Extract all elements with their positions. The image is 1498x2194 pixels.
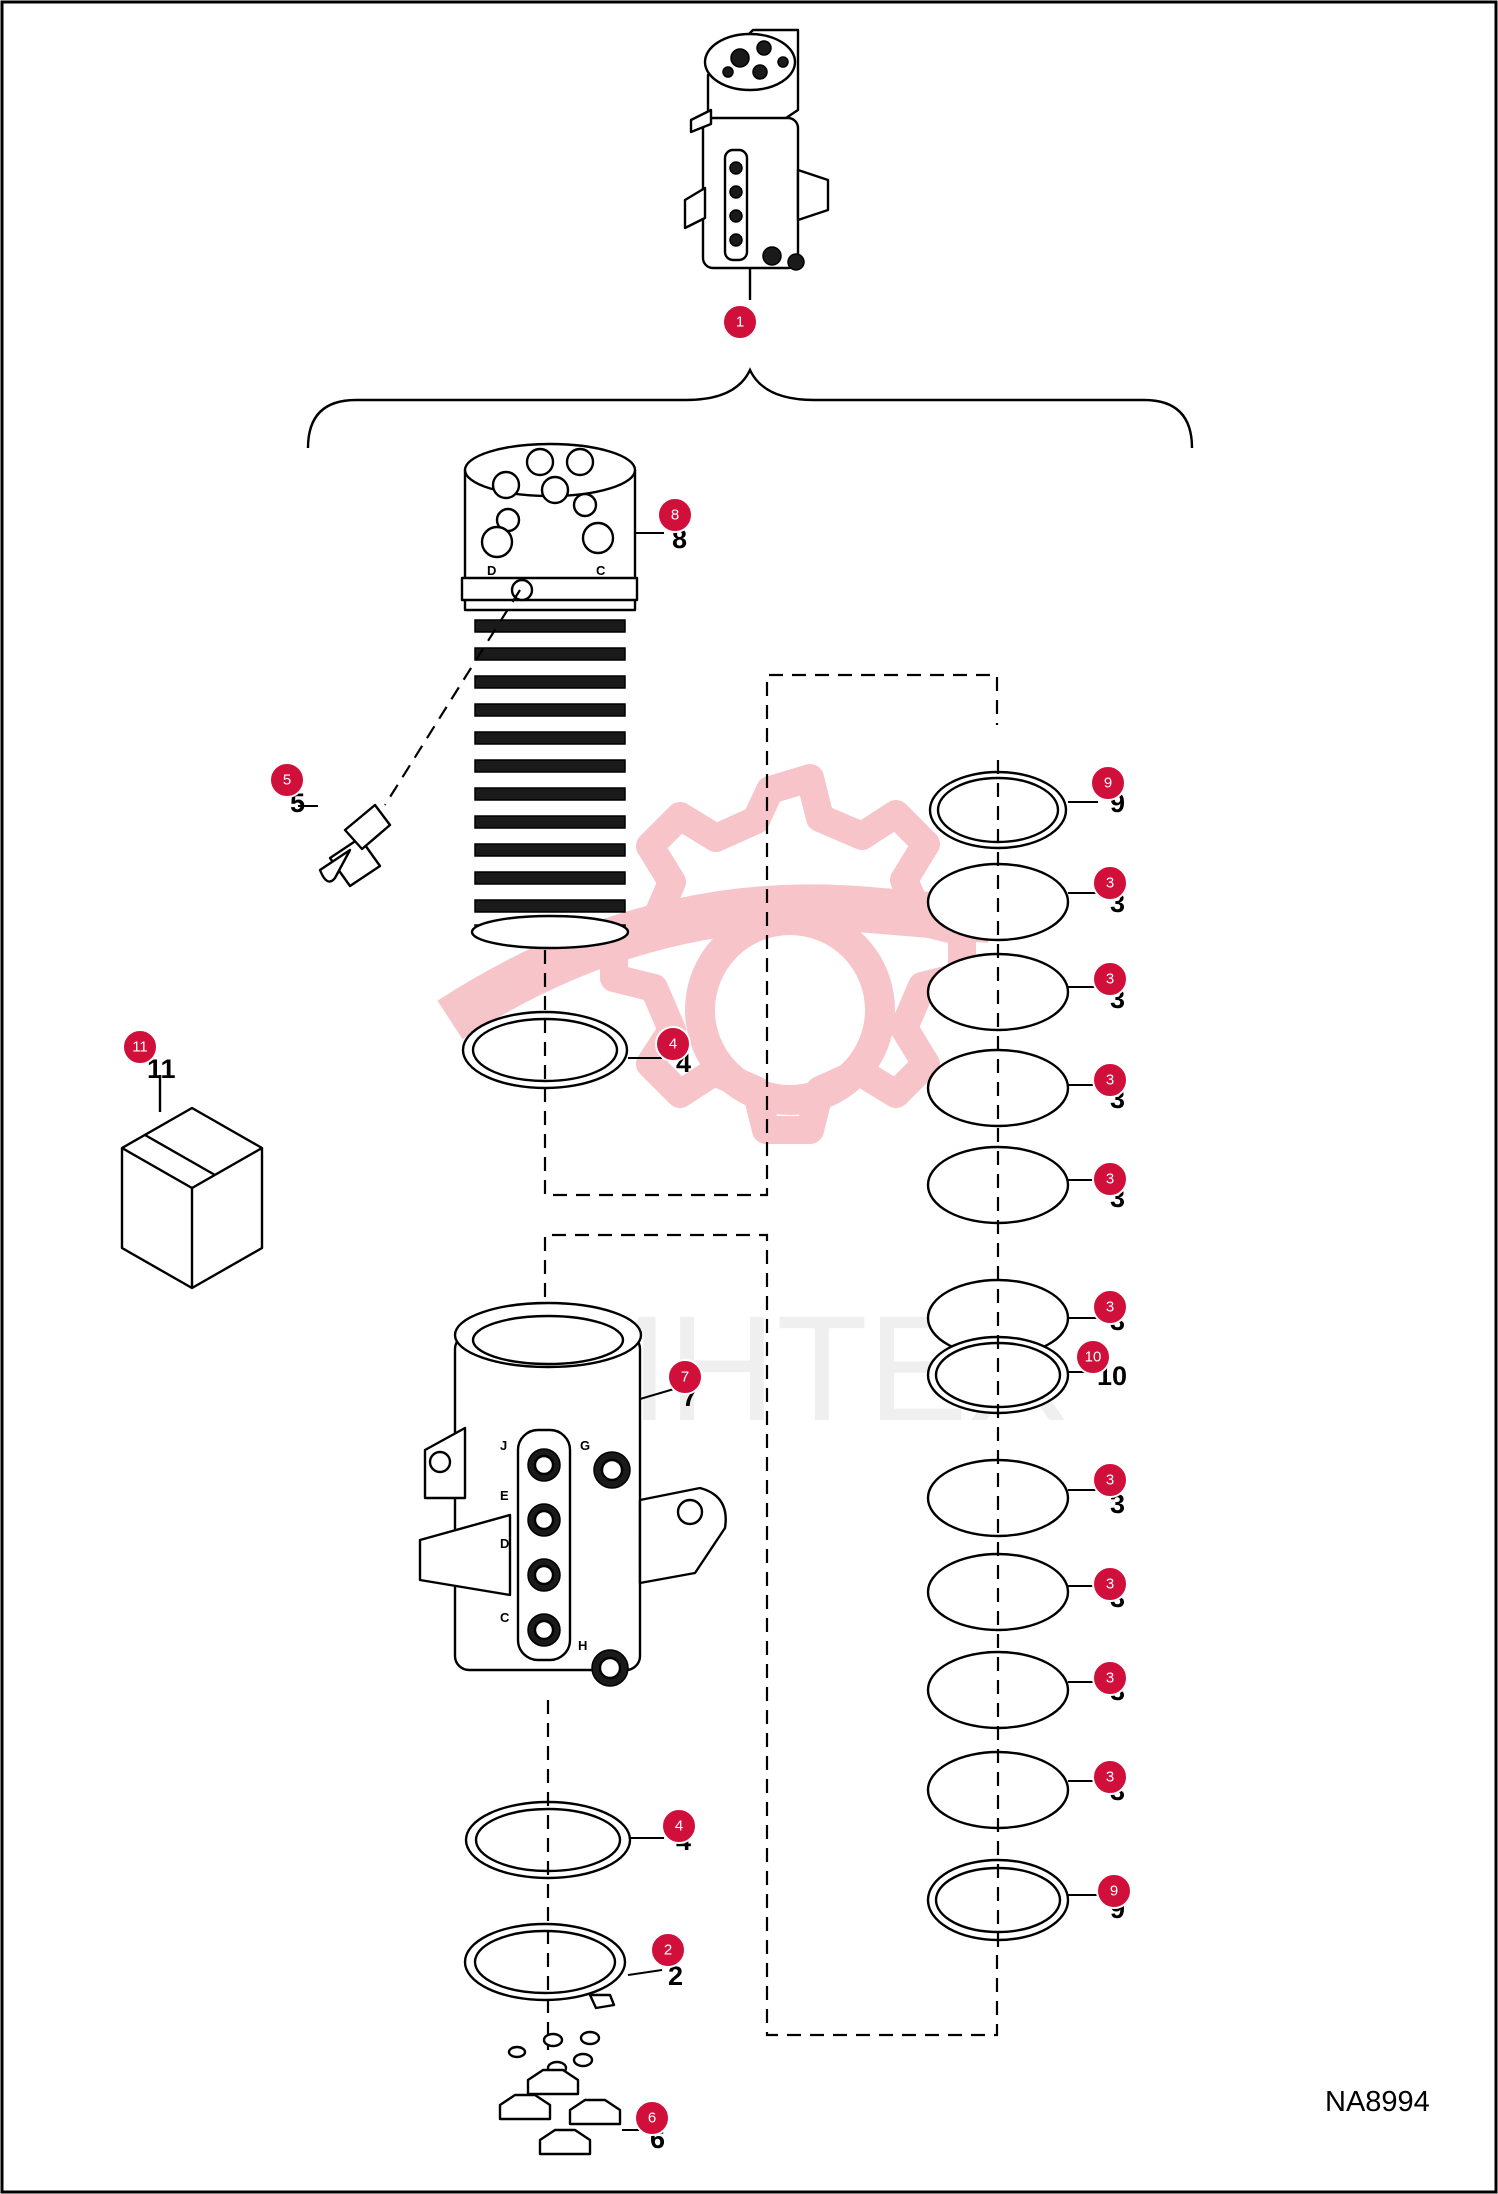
callout-3-h[interactable]: 3 — [1092, 1660, 1128, 1696]
svg-text:D: D — [500, 1536, 509, 1551]
callout-3-f[interactable]: 3 — [1092, 1462, 1128, 1498]
svg-text:8: 8 — [671, 507, 679, 524]
callout-1[interactable]: 1 — [722, 304, 758, 340]
svg-text:1: 1 — [736, 314, 744, 331]
callout-6[interactable]: 6 — [634, 2100, 670, 2136]
svg-text:10: 10 — [1085, 1349, 1102, 1366]
svg-text:11: 11 — [132, 1039, 148, 1056]
watermark-logo: ИНТЕХ — [437, 764, 1068, 1452]
callout-10[interactable]: 10 — [1075, 1339, 1111, 1375]
callout-3-e[interactable]: 3 — [1092, 1289, 1128, 1325]
callout-9-bottom[interactable]: 9 — [1096, 1873, 1132, 1909]
svg-text:H: H — [578, 1638, 587, 1653]
svg-text:3: 3 — [1106, 1576, 1114, 1593]
svg-text:3: 3 — [1106, 1670, 1114, 1687]
callout-7[interactable]: 7 — [667, 1359, 703, 1395]
svg-text:6: 6 — [648, 2110, 656, 2127]
ring-stack-right — [926, 760, 1070, 1950]
snap-ring-2 — [463, 1922, 627, 2010]
seal-kit-box — [120, 1075, 264, 1290]
svg-text:2: 2 — [668, 1961, 683, 1991]
svg-text:3: 3 — [1106, 1769, 1114, 1786]
svg-text:9: 9 — [1110, 1883, 1118, 1900]
swivel-assembly-small — [683, 28, 830, 300]
callout-3-a[interactable]: 3 — [1092, 865, 1128, 901]
plugs-6 — [498, 2068, 622, 2156]
svg-text:9: 9 — [1104, 775, 1112, 792]
swivel-housing: J E D C H G — [418, 1301, 727, 1687]
callout-3-c[interactable]: 3 — [1092, 1062, 1128, 1098]
svg-text:2: 2 — [664, 1942, 672, 1959]
routing-line-upper — [543, 673, 999, 1197]
svg-text:3: 3 — [1106, 1072, 1114, 1089]
drawing-id: NA8994 — [1325, 2086, 1430, 2118]
ring-3-i — [926, 1750, 1070, 1830]
callout-11[interactable]: 11 — [122, 1029, 158, 1065]
svg-text:J: J — [500, 1438, 507, 1453]
svg-text:D: D — [487, 563, 496, 578]
svg-text:7: 7 — [681, 1369, 689, 1386]
svg-text:5: 5 — [283, 772, 291, 789]
assembly-brace — [306, 367, 1194, 449]
callout-3-g[interactable]: 3 — [1092, 1566, 1128, 1602]
callout-8[interactable]: 8 — [657, 497, 693, 533]
routing-line-lower — [543, 1233, 999, 2037]
plug-orings — [507, 2030, 601, 2076]
svg-text:3: 3 — [1106, 875, 1114, 892]
svg-text:3: 3 — [1106, 1171, 1114, 1188]
svg-text:3: 3 — [1106, 971, 1114, 988]
svg-text:4: 4 — [669, 1036, 677, 1053]
callout-5[interactable]: 5 — [269, 762, 305, 798]
svg-text:3: 3 — [1106, 1299, 1114, 1316]
svg-text:C: C — [596, 563, 606, 578]
callout-2[interactable]: 2 — [650, 1932, 686, 1968]
callout-3-d[interactable]: 3 — [1092, 1161, 1128, 1197]
fitting-part — [318, 589, 521, 888]
callout-3-i[interactable]: 3 — [1092, 1759, 1128, 1795]
svg-text:G: G — [580, 1438, 590, 1453]
callout-4-lower[interactable]: 4 — [661, 1808, 697, 1844]
callout-4-upper[interactable]: 4 — [655, 1026, 691, 1062]
callout-9-top[interactable]: 9 — [1090, 765, 1126, 801]
svg-text:E: E — [500, 1488, 509, 1503]
callout-3-b[interactable]: 3 — [1092, 961, 1128, 997]
svg-text:3: 3 — [1106, 1472, 1114, 1489]
svg-text:C: C — [500, 1610, 510, 1625]
spool-seal-grooves — [474, 619, 626, 936]
svg-text:4: 4 — [675, 1818, 683, 1835]
